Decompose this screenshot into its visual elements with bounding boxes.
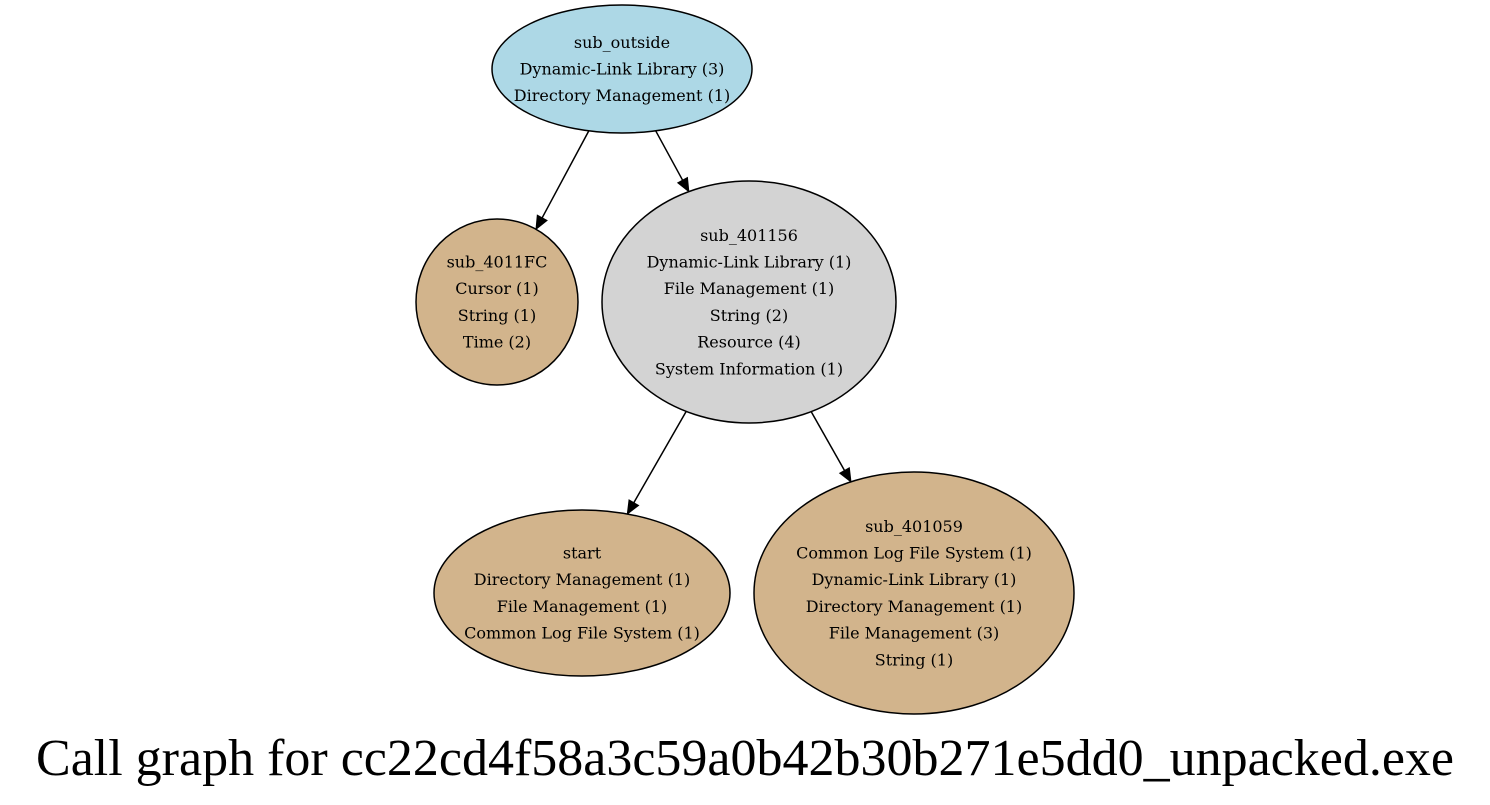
node-ellipse (415, 218, 579, 386)
node-api-category: System Information (1) (655, 359, 843, 378)
node-ellipse (433, 509, 731, 677)
node-ellipse (753, 471, 1075, 715)
edges-layer (535, 130, 852, 516)
node-api-category: Resource (4) (697, 333, 801, 352)
node-api-category: Common Log File System (1) (796, 543, 1032, 562)
node-api-category: Dynamic-Link Library (3) (520, 60, 725, 79)
arrowhead-icon (838, 466, 852, 483)
node-ellipse (491, 4, 753, 134)
node-api-category: Dynamic-Link Library (1) (647, 252, 852, 271)
arrowhead-icon (676, 176, 690, 193)
edge-sub_outside-to-sub_4011FC (541, 130, 590, 219)
edge-sub_401156-to-start (633, 411, 687, 504)
node-api-category: Directory Management (1) (806, 597, 1022, 616)
node-api-category: File Management (1) (497, 597, 668, 616)
edge-sub_401156-to-sub_401059 (810, 411, 846, 471)
node-api-category: Time (2) (463, 333, 531, 352)
node-sub_4011FC[interactable]: sub_4011FC Cursor (1) String (1) Time (2) (415, 218, 579, 386)
node-api-category: Directory Management (1) (514, 86, 730, 105)
node-api-category: Directory Management (1) (474, 570, 690, 589)
node-api-category: Dynamic-Link Library (1) (812, 570, 1017, 589)
node-api-category: String (2) (710, 306, 788, 325)
node-api-category: String (1) (875, 650, 953, 669)
node-api-category: String (1) (458, 306, 536, 325)
node-api-category: File Management (3) (829, 624, 1000, 643)
node-api-category: Cursor (1) (455, 279, 538, 298)
node-api-category: Common Log File System (1) (464, 624, 700, 643)
node-ellipse (601, 180, 897, 424)
node-function-name: sub_outside (574, 33, 670, 52)
arrowhead-icon (626, 499, 640, 516)
node-function-name: sub_401059 (865, 517, 963, 536)
node-function-name: sub_4011FC (447, 252, 548, 271)
node-function-name: start (563, 543, 602, 562)
graph-title: Call graph for cc22cd4f58a3c59a0b42b30b2… (36, 730, 1454, 787)
edge-sub_outside-to-sub_401156 (655, 130, 684, 181)
node-api-category: File Management (1) (664, 279, 835, 298)
arrowhead-icon (535, 214, 548, 231)
node-function-name: sub_401156 (700, 226, 798, 245)
